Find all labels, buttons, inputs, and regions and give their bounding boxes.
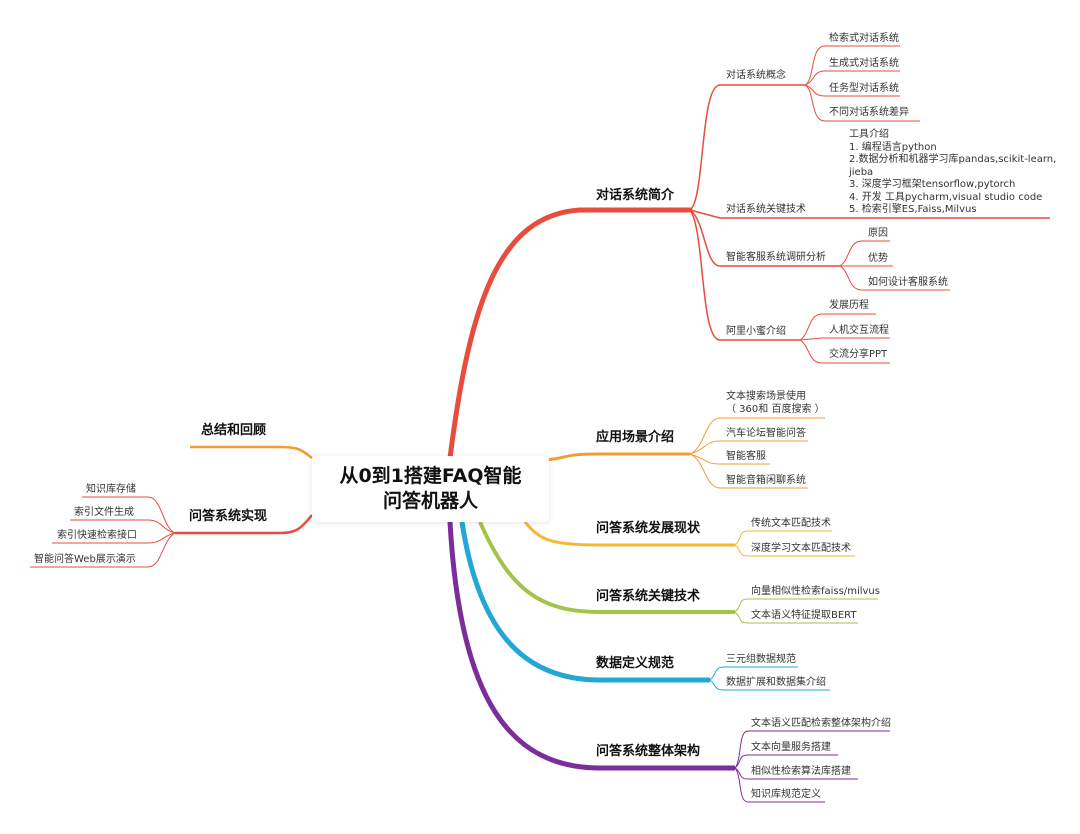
connector-implementation [175, 514, 313, 535]
connector-data-spec [459, 521, 710, 683]
leaf-interaction-flow[interactable]: 人机交互流程 [829, 325, 889, 336]
leaf-design-customer-service[interactable]: 如何设计客服系统 [868, 277, 948, 288]
leaf-web-demo[interactable]: 智能问答Web展示演示 [34, 554, 136, 565]
node-dialog-concept[interactable]: 对话系统概念 [726, 70, 786, 81]
leaf-similarity-library[interactable]: 相似性检索算法库搭建 [751, 766, 851, 777]
node-customer-service-analysis[interactable]: 智能客服系统调研分析 [726, 252, 826, 263]
leaf-traditional-matching[interactable]: 传统文本匹配技术 [751, 518, 831, 529]
branch-summary[interactable]: 总结和回顾 [201, 423, 267, 438]
branch-status[interactable]: 问答系统发展现状 [596, 521, 701, 536]
connector-summary [190, 445, 313, 459]
leaf-bert-features[interactable]: 文本语义特征提取BERT [751, 610, 857, 621]
leaf-fast-retrieval-api[interactable]: 索引快速检索接口 [57, 530, 137, 541]
branch-qa-key-tech[interactable]: 问答系统关键技术 [596, 589, 701, 604]
connector-scenarios [544, 452, 690, 462]
branch-implementation[interactable]: 问答系统实现 [189, 509, 268, 524]
leaf-kb-storage[interactable]: 知识库存储 [86, 484, 136, 495]
branch-dialog-intro[interactable]: 对话系统简介 [596, 188, 675, 203]
connector-status [523, 521, 735, 547]
connector-dialog-intro [447, 207, 693, 461]
leaf-smart-customer-service[interactable]: 智能客服 [726, 451, 766, 462]
connector-qa-key-tech [478, 521, 735, 614]
leaf-index-generation[interactable]: 索引文件生成 [74, 507, 134, 518]
leaf-smart-speaker-chat[interactable]: 智能音箱闲聊系统 [726, 475, 806, 486]
leaf-search-scenario[interactable]: 文本搜索场景使用 （ 360和 百度搜索 ） [726, 391, 825, 415]
leaf-retrieval-dialog[interactable]: 检索式对话系统 [829, 33, 899, 44]
leaf-vector-service[interactable]: 文本向量服务搭建 [751, 742, 831, 753]
leaf-auto-forum-qa[interactable]: 汽车论坛智能问答 [726, 428, 806, 439]
node-alime-intro[interactable]: 阿里小蜜介绍 [726, 326, 786, 337]
leaf-deep-matching[interactable]: 深度学习文本匹配技术 [751, 543, 851, 554]
connector-architecture [447, 521, 735, 771]
leaf-data-expansion[interactable]: 数据扩展和数据集介绍 [726, 677, 826, 688]
leaf-task-dialog[interactable]: 任务型对话系统 [829, 83, 899, 94]
leaf-knowledge-spec[interactable]: 知识库规范定义 [751, 789, 821, 800]
leaf-dialog-differences[interactable]: 不同对话系统差异 [829, 107, 909, 118]
leaf-advantage[interactable]: 优势 [868, 253, 888, 264]
branch-scenarios[interactable]: 应用场景介绍 [596, 430, 675, 445]
leaf-triple-spec[interactable]: 三元组数据规范 [726, 654, 796, 665]
node-dialog-key-tech[interactable]: 对话系统关键技术 [726, 204, 806, 215]
leaf-tools-intro[interactable]: 工具介绍 1. 编程语言python 2.数据分析和机器学习库pandas,sc… [849, 129, 1057, 215]
leaf-architecture-intro[interactable]: 文本语义匹配检索整体架构介绍 [751, 718, 891, 729]
leaf-reason[interactable]: 原因 [868, 228, 888, 239]
leaf-sharing-ppt[interactable]: 交流分享PPT [829, 349, 888, 360]
leaf-history[interactable]: 发展历程 [829, 300, 869, 311]
leaf-vector-retrieval[interactable]: 向量相似性检索faiss/milvus [751, 586, 880, 597]
branch-data-spec[interactable]: 数据定义规范 [596, 656, 675, 671]
central-topic-title: 从0到1搭建FAQ智能问答机器人 [339, 465, 522, 512]
central-topic[interactable]: 从0到1搭建FAQ智能问答机器人 [312, 456, 549, 522]
leaf-generative-dialog[interactable]: 生成式对话系统 [829, 58, 899, 69]
branch-architecture[interactable]: 问答系统整体架构 [596, 744, 701, 759]
